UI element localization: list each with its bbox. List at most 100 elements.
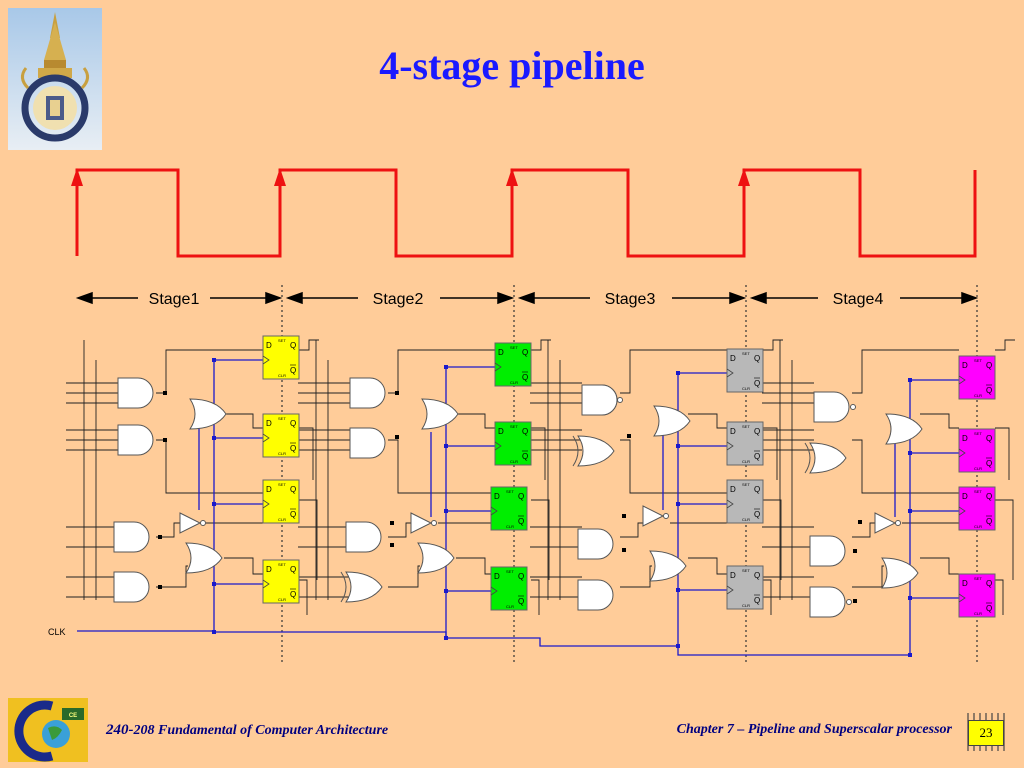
- svg-text:Q: Q: [986, 434, 992, 443]
- junction-dot: [908, 378, 912, 382]
- svg-text:Q: Q: [290, 485, 296, 494]
- junction-dot: [676, 588, 680, 592]
- xor-arc: [340, 571, 347, 603]
- svg-text:CLR: CLR: [278, 373, 286, 378]
- clock-rising-edge-arrows: [71, 168, 750, 186]
- svg-text:Q: Q: [518, 492, 524, 501]
- or-gate: [809, 442, 847, 474]
- junction-dot: [676, 502, 680, 506]
- svg-text:SET: SET: [278, 416, 286, 421]
- svg-text:CLR: CLR: [974, 466, 982, 471]
- svg-text:Q: Q: [290, 444, 296, 453]
- junction-dot: [444, 636, 448, 640]
- junction-dot: [627, 434, 631, 438]
- svg-text:CLR: CLR: [278, 597, 286, 602]
- svg-text:Q: Q: [986, 459, 992, 468]
- svg-text:Q: Q: [290, 510, 296, 519]
- junction-dot: [212, 358, 216, 362]
- svg-text:CLR: CLR: [506, 524, 514, 529]
- or-gate: [649, 550, 687, 582]
- footer-course-number: 240-: [106, 722, 134, 738]
- junction-dot: [853, 549, 857, 553]
- junction-dot: [622, 548, 626, 552]
- junction-dot: [163, 391, 167, 395]
- stage-label-2: Stage2: [373, 291, 424, 308]
- stage-label-1: Stage1: [149, 291, 200, 308]
- svg-text:CLR: CLR: [974, 611, 982, 616]
- junction-dot: [858, 520, 862, 524]
- logic-gates: [113, 358, 923, 657]
- svg-text:D: D: [962, 361, 968, 370]
- svg-text:SET: SET: [510, 424, 518, 429]
- svg-text:Q: Q: [290, 419, 296, 428]
- and-gate: [345, 521, 382, 553]
- svg-text:Q: Q: [522, 348, 528, 357]
- svg-text:SET: SET: [278, 482, 286, 487]
- and-gate: [809, 586, 846, 618]
- svg-text:D: D: [730, 354, 736, 363]
- svg-text:SET: SET: [506, 489, 514, 494]
- or-gate: [885, 413, 923, 445]
- svg-text:Q: Q: [986, 579, 992, 588]
- svg-text:SET: SET: [278, 562, 286, 567]
- not-gate: [179, 512, 202, 534]
- svg-text:SET: SET: [974, 489, 982, 494]
- svg-text:CLR: CLR: [510, 380, 518, 385]
- slide-title: 4-stage pipeline: [379, 43, 645, 88]
- svg-text:CLR: CLR: [742, 603, 750, 608]
- course-logo-icon: CE: [8, 698, 88, 762]
- svg-text:D: D: [266, 485, 272, 494]
- stage-label-3: Stage3: [605, 291, 656, 308]
- svg-text:CLR: CLR: [742, 386, 750, 391]
- not-bubble: [200, 520, 206, 526]
- and-gate: [349, 377, 386, 409]
- not-bubble: [663, 513, 669, 519]
- svg-text:D: D: [730, 571, 736, 580]
- svg-text:SET: SET: [742, 482, 750, 487]
- and-gate: [117, 377, 154, 409]
- or-gate: [189, 398, 227, 430]
- not-bubble: [431, 520, 437, 526]
- svg-text:Q: Q: [986, 386, 992, 395]
- junction-dot: [395, 435, 399, 439]
- and-gate: [813, 391, 850, 423]
- svg-text:D: D: [498, 348, 504, 357]
- svg-text:D: D: [962, 434, 968, 443]
- svg-text:Q: Q: [518, 517, 524, 526]
- svg-text:D: D: [494, 572, 500, 581]
- stage-arrows: [75, 291, 979, 305]
- svg-text:SET: SET: [506, 569, 514, 574]
- svg-text:Q: Q: [754, 596, 760, 605]
- and-gate: [577, 528, 614, 560]
- nand-bubble: [850, 404, 856, 410]
- svg-text:CLR: CLR: [278, 451, 286, 456]
- junction-dot: [395, 391, 399, 395]
- junction-dot: [676, 371, 680, 375]
- junction-dot: [212, 436, 216, 440]
- svg-text:D: D: [494, 492, 500, 501]
- svg-text:CLR: CLR: [974, 524, 982, 529]
- and-gate: [113, 571, 150, 603]
- junction-dot: [444, 509, 448, 513]
- footer-course-name: 208 Fundamental of Computer Architecture: [133, 723, 389, 738]
- svg-text:Q: Q: [522, 373, 528, 382]
- and-gate: [581, 384, 618, 416]
- and-gate: [577, 579, 614, 611]
- svg-text:CLR: CLR: [506, 604, 514, 609]
- svg-text:D: D: [730, 427, 736, 436]
- university-emblem-icon: [8, 8, 102, 150]
- junction-dot: [853, 599, 857, 603]
- junction-dot: [163, 438, 167, 442]
- svg-text:Q: Q: [522, 452, 528, 461]
- or-gate: [417, 542, 455, 574]
